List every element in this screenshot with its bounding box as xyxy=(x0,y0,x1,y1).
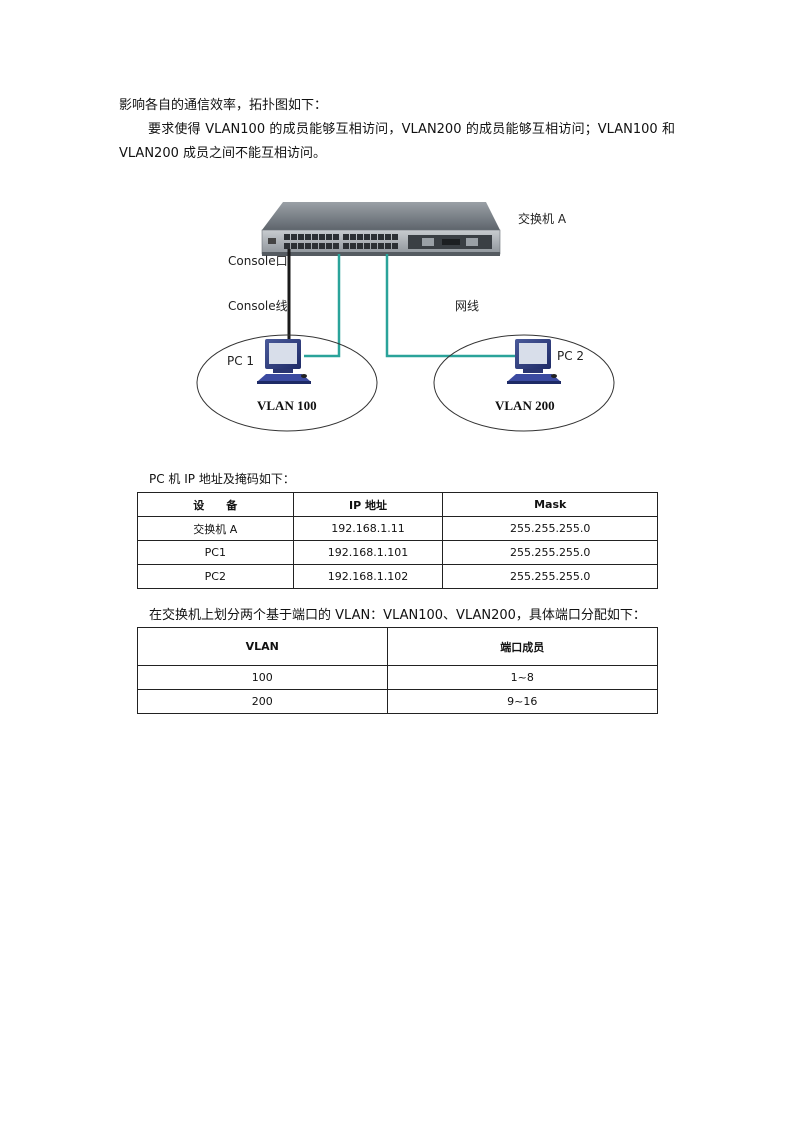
pc2-label: PC 2 xyxy=(557,349,584,363)
ip-table-caption: PC 机 IP 地址及掩码如下： xyxy=(149,472,295,486)
pc2-computer-icon xyxy=(507,339,561,384)
column-header-ip: IP 地址 xyxy=(292,492,444,517)
topology-diagram: 交换机 A Console口 Console线 网线 PC 1 PC 2 VLA… xyxy=(196,202,615,432)
mask-cell: 255.255.255.0 xyxy=(442,564,658,589)
network-cable-pc1 xyxy=(304,254,341,358)
port-range-cell: 1~8 xyxy=(386,665,659,690)
ip-cell: 192.168.1.102 xyxy=(292,564,444,589)
vlan200-label: VLAN 200 xyxy=(495,398,555,413)
column-header-mask: Mask xyxy=(442,492,658,517)
pc1-computer-icon xyxy=(257,339,311,384)
table-row: 交换机 A 192.168.1.11 255.255.255.0 xyxy=(137,516,658,541)
column-header-ports: 端口成员 xyxy=(386,627,659,666)
vlan-id-cell: 200 xyxy=(137,689,388,714)
ip-cell: 192.168.1.11 xyxy=(292,516,444,541)
ip-address-table: 设 备 IP 地址 Mask 交换机 A 192.168.1.11 255.25… xyxy=(137,492,658,589)
table-row: 100 1~8 xyxy=(137,665,659,690)
vlan-id-cell: 100 xyxy=(137,665,388,690)
vlan-table-caption: 在交换机上划分两个基于端口的 VLAN：VLAN100、VLAN200，具体端口… xyxy=(149,608,646,623)
mask-cell: 255.255.255.0 xyxy=(442,516,658,541)
switch-device xyxy=(261,202,501,256)
requirement-paragraph: 要求使得 VLAN100 的成员能够互相访问，VLAN200 的成员能够互相访问… xyxy=(119,122,675,161)
switch-label: 交换机 A xyxy=(518,211,567,226)
device-cell: PC2 xyxy=(137,564,294,589)
pc1-label: PC 1 xyxy=(227,354,254,368)
console-cable-label: Console线 xyxy=(228,299,288,313)
vlan-port-table: VLAN 端口成员 100 1~8 200 9~16 xyxy=(137,627,659,714)
ip-cell: 192.168.1.101 xyxy=(292,540,444,565)
console-port-label: Console口 xyxy=(228,254,288,268)
vlan100-zone xyxy=(196,334,378,432)
network-cable-label: 网线 xyxy=(455,299,479,313)
mask-cell: 255.255.255.0 xyxy=(442,540,658,565)
port-range-cell: 9~16 xyxy=(386,689,659,714)
vlan200-zone xyxy=(433,334,615,432)
device-cell: 交换机 A xyxy=(137,516,294,541)
device-cell: PC1 xyxy=(137,540,294,565)
column-header-device: 设 备 xyxy=(137,492,294,517)
column-header-vlan: VLAN xyxy=(137,627,388,666)
intro-line: 影响各自的通信效率，拓扑图如下： xyxy=(119,98,328,113)
vlan100-label: VLAN 100 xyxy=(257,398,317,413)
table-row: 200 9~16 xyxy=(137,689,659,714)
table-row: PC2 192.168.1.102 255.255.255.0 xyxy=(137,564,658,589)
table-row: PC1 192.168.1.101 255.255.255.0 xyxy=(137,540,658,565)
network-cable-pc2 xyxy=(385,254,515,358)
